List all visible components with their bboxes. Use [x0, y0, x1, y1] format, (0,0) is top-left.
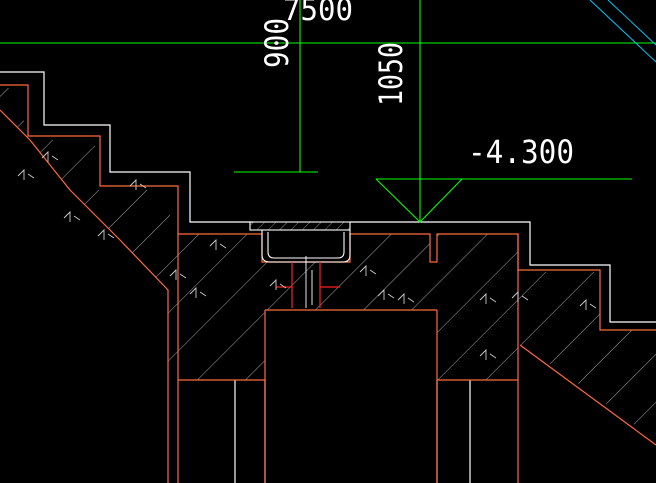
right-lower-edge: [519, 344, 656, 446]
agg-9: [359, 264, 377, 276]
dimension-lines: [0, 0, 656, 223]
rebar-marks: [276, 262, 340, 308]
aggregate-symbols: [17, 150, 597, 360]
agg-14: [479, 348, 497, 360]
dim-text-900: 900: [258, 18, 296, 68]
agg-12: [479, 292, 497, 304]
left-stair-hatch: [0, 88, 178, 380]
white-outline-group: [0, 71, 656, 483]
diagonal-a: [589, 0, 656, 63]
diagonal-lines: [589, 0, 656, 63]
agg-8: [189, 286, 207, 298]
channel-trough: [261, 230, 351, 263]
channel-inner: [267, 232, 345, 259]
agg-5: [129, 178, 147, 190]
diagonal-b: [607, 0, 656, 46]
agg-16: [269, 278, 287, 290]
upper-right-profile: [350, 221, 656, 323]
agg-7: [209, 238, 227, 250]
agg-11: [397, 292, 415, 304]
agg-10: [377, 288, 395, 300]
agg-6: [169, 268, 187, 280]
agg-1: [41, 150, 59, 162]
beam-block-hatch: [178, 234, 518, 380]
dim-text-1050: 1050: [372, 42, 410, 106]
agg-3: [63, 210, 81, 222]
drain-channel-detail: [249, 221, 351, 263]
elevation-label: -4.300: [468, 133, 574, 171]
elevation-marker: [375, 178, 463, 223]
agg-4: [97, 228, 115, 240]
upper-stair-profile: [0, 71, 253, 223]
agg-2: [17, 168, 35, 180]
agg-13: [511, 290, 529, 302]
grating-cover: [249, 221, 351, 231]
concrete-hatch-region: [0, 88, 656, 440]
left-lower-edge: [0, 109, 169, 483]
agg-15: [579, 298, 597, 310]
right-side-hatch: [518, 272, 656, 440]
dim-text-7500: 7500: [283, 0, 353, 28]
center-lines: [305, 256, 313, 308]
